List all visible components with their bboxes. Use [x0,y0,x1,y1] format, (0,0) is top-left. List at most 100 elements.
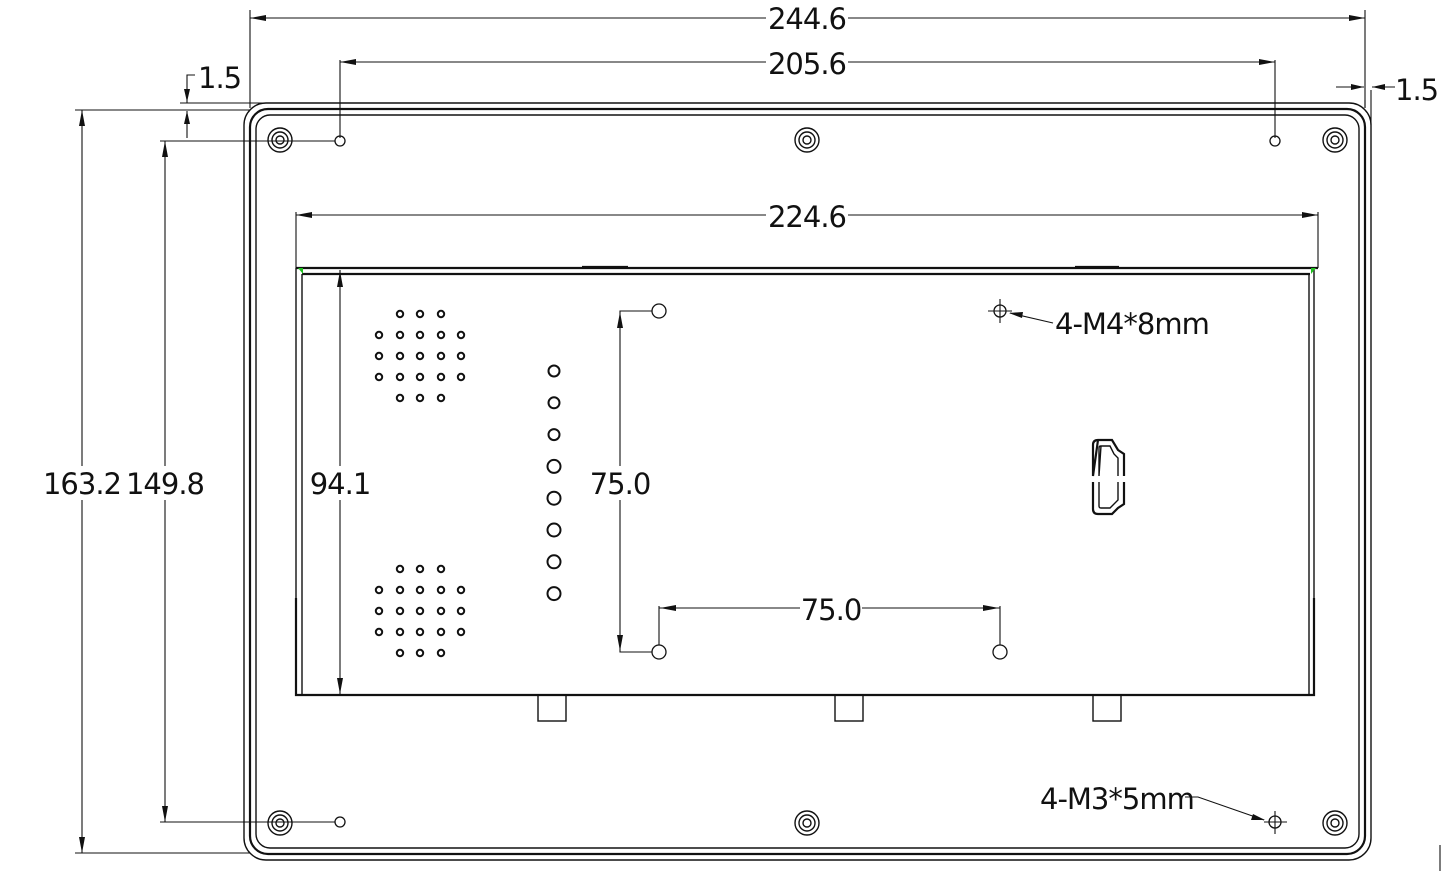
grille-hole-icon [436,330,446,340]
bottom-tabs [537,694,1122,722]
dim-vesa-horizontal: 75.0 [658,592,1001,645]
vesa-hole-icon [992,644,1008,660]
grille-hole-icon [456,627,466,637]
grille-hole-icon [436,309,446,319]
grille-hole-icon [415,627,425,637]
grille-hole-icon [374,585,384,595]
grille-hole-icon [395,585,405,595]
vesa-hole-icon [651,303,667,319]
grille-hole-icon [456,585,466,595]
grille-hole-icon [415,351,425,361]
boss-icon [1322,810,1348,836]
grille-hole-icon [415,372,425,382]
boss-icon [267,810,293,836]
grille-hole-icon [436,564,446,574]
grille-hole-icon [395,606,405,616]
grille-hole-icon [415,606,425,616]
label-inner-panel-height: 94.1 [310,467,371,501]
label-mount-hole-height: 149.8 [126,467,204,501]
grille-hole-icon [456,372,466,382]
label-vesa-screws: 4-M4*8mm [1055,307,1209,341]
tab [834,694,864,722]
label-overall-width: 244.6 [768,2,846,36]
dim-inner-panel-height: 94.1 [310,270,371,695]
grille-hole-icon [456,606,466,616]
boss-icon [267,127,293,153]
button-hole-icon [547,396,561,410]
grille-hole-icon [395,627,405,637]
crosshair-hole-icon [1264,811,1287,834]
grille-hole-icon [415,585,425,595]
button-hole-icon [547,428,561,442]
button-hole-icon [546,586,562,602]
grille-hole-icon [456,351,466,361]
label-top-margin: 1.5 [198,61,241,95]
callout-corner-screws: 4-M3*5mm [1040,782,1265,821]
dim-mount-hole-height: 149.8 [126,140,335,823]
label-vesa-horizontal: 75.0 [801,593,862,627]
grille-hole-icon [436,585,446,595]
grille-hole-icon [395,648,405,658]
speaker-grille-top [374,309,466,403]
grille-hole-icon [415,309,425,319]
outer-case [243,102,1372,861]
button-hole-icon [546,554,562,570]
hdmi-port-icon [1091,438,1126,516]
grille-hole-icon [395,564,405,574]
grille-hole-icon [415,330,425,340]
vesa-hole-icon [651,644,667,660]
grille-hole-icon [374,330,384,340]
dim-top-margin: 1.5 [180,61,300,138]
crosshair-hole-icon [988,299,1012,323]
grille-hole-icon [395,330,405,340]
dim-right-margin: 1.5 [1336,73,1439,125]
label-right-margin: 1.5 [1395,73,1438,107]
tab [537,694,567,722]
grille-hole-icon [395,393,405,403]
grille-hole-icon [456,330,466,340]
grille-hole-icon [436,627,446,637]
button-hole-icon [546,522,562,538]
grille-hole-icon [374,606,384,616]
grille-hole-icon [374,372,384,382]
small-mount-holes [334,135,1287,834]
mount-hole-icon [334,816,346,828]
grille-hole-icon [436,648,446,658]
button-column [546,364,562,602]
label-inner-panel-width: 224.6 [768,200,846,234]
boss-icon [794,810,820,836]
grille-hole-icon [415,393,425,403]
corner-marker [1311,268,1316,274]
label-mount-hole-span: 205.6 [768,47,846,81]
speaker-grille-bottom [374,564,466,658]
grille-hole-icon [436,351,446,361]
boss-icon [794,127,820,153]
grille-hole-icon [374,351,384,361]
vesa-holes [651,299,1012,660]
grille-hole-icon [436,393,446,403]
grille-hole-icon [415,648,425,658]
corner-bosses [267,127,1348,836]
boss-icon [1322,127,1348,153]
dim-mount-hole-span: 205.6 [339,46,1276,138]
grille-hole-icon [436,606,446,616]
label-overall-height: 163.2 [43,467,121,501]
dim-overall-width: 244.6 [249,2,1366,108]
grille-hole-icon [395,351,405,361]
corner-marker [298,268,303,274]
dim-inner-panel-width: 224.6 [295,199,1319,268]
tab [1092,694,1122,722]
grille-hole-icon [436,372,446,382]
grille-hole-icon [395,372,405,382]
button-hole-icon [547,364,561,378]
callout-vesa-screws: 4-M4*8mm [1009,307,1210,341]
label-corner-screws: 4-M3*5mm [1040,782,1194,816]
grille-hole-icon [415,564,425,574]
label-vesa-vertical: 75.0 [590,467,651,501]
button-hole-icon [546,458,562,474]
inner-panel [294,265,1318,697]
button-hole-icon [546,490,562,506]
grille-hole-icon [374,627,384,637]
dim-overall-height: 163.2 [43,109,250,854]
